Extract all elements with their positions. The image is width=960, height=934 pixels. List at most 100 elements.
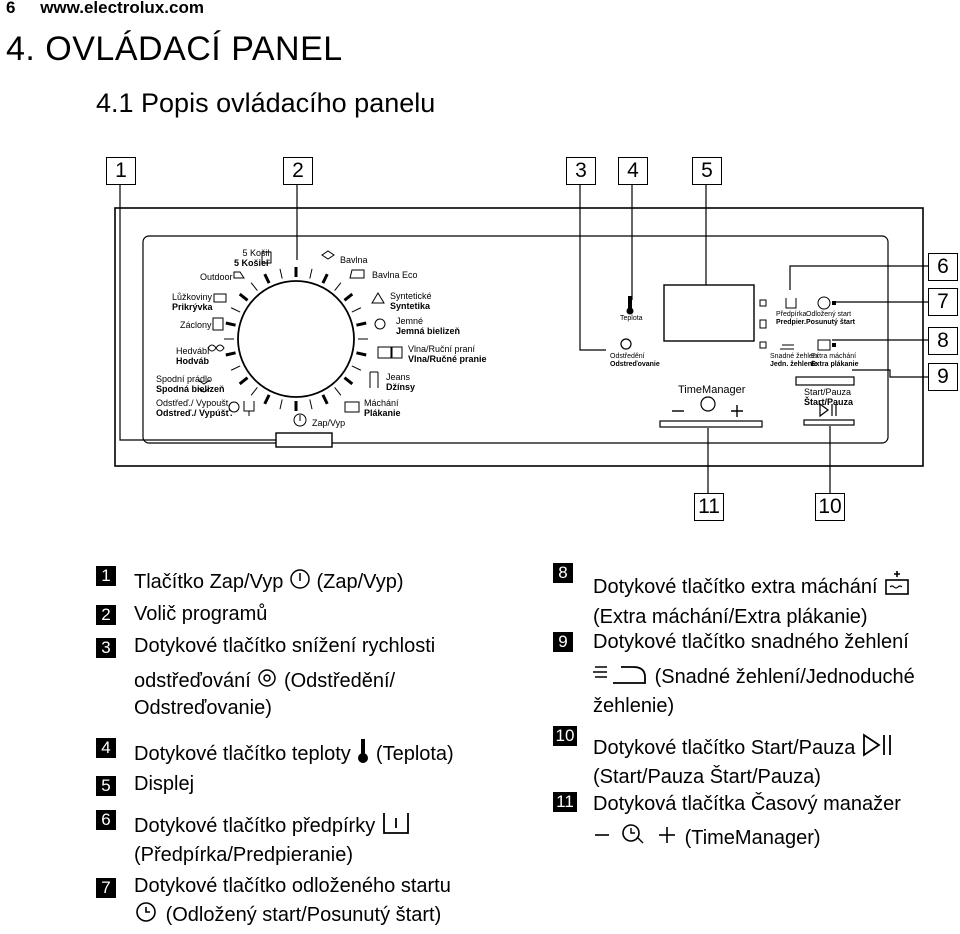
page-header: 6 www.electrolux.com (6, 0, 224, 18)
timemanager-slider[interactable] (659, 420, 763, 428)
start-pause-legend-icon (861, 732, 893, 765)
power-icon (289, 568, 311, 597)
delay-start-icon[interactable] (817, 296, 831, 310)
prewash-legend-icon (381, 810, 411, 843)
dial-tick (250, 282, 258, 291)
callout-4: 4 (618, 157, 648, 185)
extra-rinse-legend-icon (883, 570, 911, 605)
legend-num-10: 10 (553, 726, 577, 746)
dial-tick (356, 321, 367, 327)
program-right-2: Bavlna Eco (372, 270, 418, 280)
display-screen (663, 284, 755, 342)
legend-item-9: Dotykové tlačítko snadného žehlení (Snad… (593, 631, 915, 717)
legend-num-7: 7 (96, 878, 116, 898)
dial-tick (263, 273, 271, 284)
program-dial-ticks (224, 267, 368, 411)
legend-num-3: 3 (96, 638, 116, 658)
callout-9: 9 (928, 363, 958, 391)
dial-tick (230, 307, 241, 313)
start-pause-button-top[interactable] (795, 376, 855, 386)
legend-num-2: 2 (96, 605, 116, 625)
legend-item-4: Dotykové tlačítko teploty (Teplota) (134, 738, 454, 771)
page-number: 6 (6, 0, 16, 17)
easy-iron-legend-icon (593, 661, 649, 694)
panel-outline (114, 207, 924, 467)
callout-5: 5 (692, 157, 722, 185)
legend-item-6: Dotykové tlačítko předpírky (Předpírka/P… (134, 810, 411, 868)
control-panel-drawing (114, 184, 928, 493)
legend-num-5: 5 (96, 776, 116, 796)
legend-item-5: Displej (134, 773, 195, 795)
start-pause-button-bottom[interactable] (803, 419, 855, 426)
program-left-4: Záclony (180, 320, 212, 330)
dial-tick (238, 376, 249, 386)
onoff-panel-label: Zap/Vyp (312, 418, 346, 428)
legend-item-3: Dotykové tlačítko snížení rychlosti odst… (134, 635, 436, 719)
spin-icon[interactable] (620, 338, 632, 350)
dial-tick (321, 273, 329, 284)
legend-num-11: 11 (553, 792, 577, 812)
callout-6: 6 (928, 253, 958, 281)
callout-10: 10 (815, 493, 845, 521)
dial-tick (321, 394, 329, 405)
prewash-icon[interactable] (785, 298, 797, 309)
dial-tick (309, 399, 313, 410)
dial-tick (225, 351, 236, 357)
dial-tick (351, 307, 362, 313)
start-pause-icon (819, 402, 837, 418)
website: www.electrolux.com (40, 0, 204, 17)
timemanager-label: TimeManager (678, 384, 746, 396)
dial-tick (334, 282, 342, 291)
callout-11: 11 (694, 493, 724, 521)
timemanager-clock-icon (700, 396, 716, 412)
legend-num-8: 8 (553, 563, 573, 583)
thermometer-icon (356, 738, 370, 771)
dial-tick (279, 399, 283, 410)
legend-num-4: 4 (96, 738, 116, 758)
temperature-icon[interactable] (626, 296, 634, 315)
dial-tick (309, 268, 313, 279)
callout-1: 1 (106, 157, 136, 185)
spin-legend-icon (256, 667, 278, 696)
program-right-1: Bavlna (340, 255, 368, 265)
extra-rinse-icon[interactable] (817, 339, 831, 351)
legend-item-11: Dotyková tlačítka Časový manažer (TimeMa… (593, 792, 901, 856)
dial-tick (250, 387, 258, 396)
onoff-button[interactable] (275, 432, 333, 448)
legend-num-9: 9 (553, 632, 573, 652)
callout-2: 2 (283, 157, 313, 185)
dial-tick (238, 292, 249, 302)
legend-num-6: 6 (96, 810, 116, 830)
program-icons (197, 250, 403, 427)
temperature-label: Teplota (620, 315, 643, 322)
section-title: 4.1 Popis ovládacího panelu (96, 88, 436, 118)
dial-tick (334, 387, 342, 396)
program-selector-dial[interactable] (237, 280, 355, 398)
program-left-2: Outdoor (200, 272, 233, 282)
dial-tick (351, 365, 362, 371)
dial-tick (230, 365, 241, 371)
delay-start-legend-icon (134, 899, 160, 932)
callout-7: 7 (928, 288, 958, 316)
legend-item-1: Tlačítko Zap/Vyp (Zap/Vyp) (134, 568, 404, 597)
dial-tick (343, 292, 354, 302)
dial-tick (279, 268, 283, 279)
easy-iron-icon[interactable] (780, 344, 794, 350)
legend-item-10: Dotykové tlačítko Start/Pauza (Start/Pau… (593, 732, 893, 790)
dial-tick (356, 351, 367, 357)
timemanager-plus-icon[interactable] (731, 405, 743, 417)
callout-8: 8 (928, 327, 958, 355)
